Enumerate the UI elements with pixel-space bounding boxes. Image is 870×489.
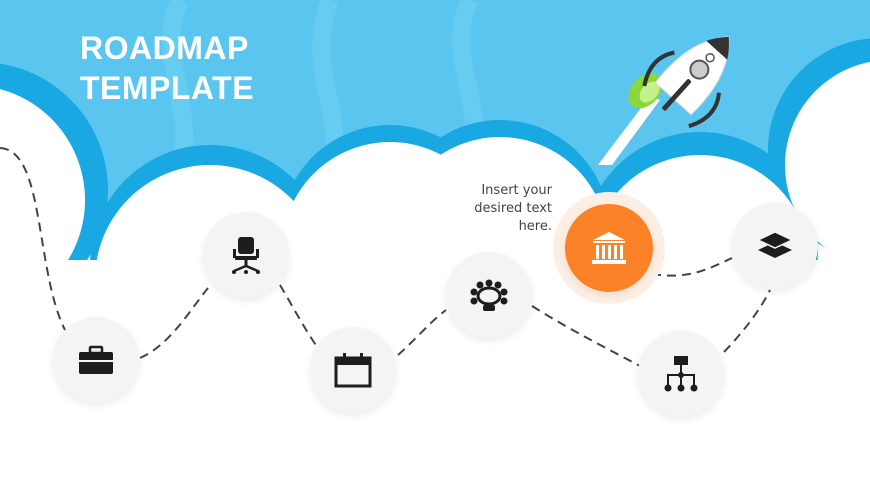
roadmap-dashed-path xyxy=(0,147,771,367)
rocket-trail xyxy=(598,96,660,165)
note-line-2: desired text xyxy=(474,201,552,216)
bank-icon xyxy=(592,232,626,264)
cloud xyxy=(0,61,870,489)
note-line-1: Insert your xyxy=(481,183,552,198)
milestone-2[interactable] xyxy=(203,212,289,298)
meeting-table-icon xyxy=(470,279,508,311)
page-title: ROADMAP TEMPLATE xyxy=(80,28,254,108)
title-line-1: ROADMAP xyxy=(80,30,249,66)
milestone-note: Insert your desired text here. xyxy=(440,182,552,236)
rocket-icon xyxy=(628,36,730,128)
note-line-3: here. xyxy=(518,219,552,234)
milestone-4[interactable] xyxy=(446,252,532,338)
milestone-7[interactable] xyxy=(732,203,818,289)
milestone-6[interactable] xyxy=(638,331,724,417)
title-line-2: TEMPLATE xyxy=(80,70,255,106)
hierarchy-icon xyxy=(664,356,698,392)
milestone-5-active[interactable] xyxy=(565,204,653,292)
milestone-1[interactable] xyxy=(53,317,139,403)
calendar-icon xyxy=(334,353,372,388)
briefcase-icon xyxy=(79,345,113,374)
office-chair-icon xyxy=(232,237,260,274)
layers-icon xyxy=(756,231,794,258)
milestone-3[interactable] xyxy=(310,327,396,413)
